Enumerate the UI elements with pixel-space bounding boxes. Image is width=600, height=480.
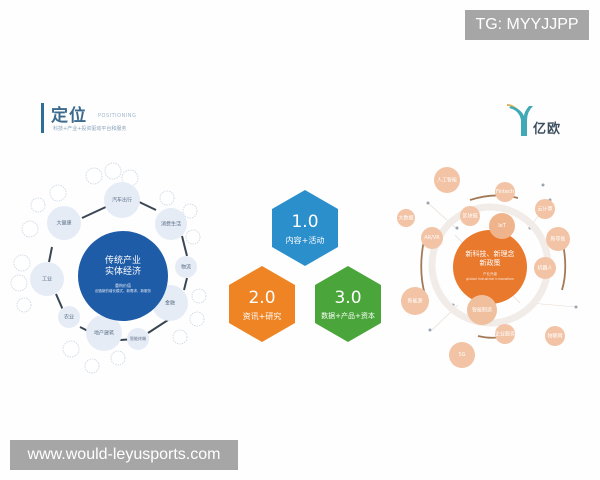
hexagon-2-text: 资讯+研究 xyxy=(242,312,282,321)
hexagon-3 xyxy=(315,266,381,342)
tech-node-label: 云计算 xyxy=(537,206,553,213)
right-center-circle xyxy=(453,230,527,304)
page-title-en: POSITIONING xyxy=(98,113,137,119)
tech-node-label: 机器人 xyxy=(537,265,553,272)
right-center-label: 新科技、新理念 新政策 产业升级 global industrial innov… xyxy=(453,250,527,281)
left-center-caption-2: 创造新的增长模式、新需求、新服务 xyxy=(95,289,151,293)
hexagon-1-text: 内容+活动 xyxy=(285,236,325,245)
page-title: 定位 xyxy=(51,106,87,126)
tech-node-label: IoT xyxy=(498,223,506,229)
left-center-caption-1: 重构价值 xyxy=(115,283,131,288)
hub-label: 大健康 xyxy=(56,220,72,227)
right-top-node xyxy=(489,213,515,239)
hub-label: 地产建筑 xyxy=(93,330,115,337)
yiou-logo-icon xyxy=(507,104,533,136)
tech-node-label: Fintech xyxy=(495,189,515,195)
left-ring-connectors xyxy=(48,199,188,341)
page-subtitle: 科技+产业+投资驱动平台和服务 xyxy=(53,126,127,132)
hub-label: 智能终端 xyxy=(130,336,146,341)
hexagon-3-version: 3.0 xyxy=(334,288,362,308)
right-center-title-1: 新科技、新理念 xyxy=(465,250,515,258)
hexagon-3-text: 数据+产品+资本 xyxy=(321,312,375,320)
hexagon-2-label: 2.0 资讯+研究 xyxy=(229,288,295,322)
left-center-title-2: 实体经济 xyxy=(104,267,141,277)
hexagon-2-version: 2.0 xyxy=(248,288,276,308)
tech-node-label: AR/VR xyxy=(424,235,440,241)
tech-node-label: 企业服务 xyxy=(494,331,516,338)
left-center-title-1: 传统产业 xyxy=(104,256,141,266)
tech-node-label: 智能制造 xyxy=(471,307,493,314)
logo-text: 亿欧 xyxy=(533,122,562,137)
right-center-caption-1: 产业升级 xyxy=(483,272,497,276)
left-center-circle xyxy=(78,231,168,321)
left-leaf-nodes xyxy=(10,162,207,374)
tech-node-label: 区块链 xyxy=(462,213,478,220)
hub-label: 金融 xyxy=(164,300,176,307)
hub-label: 物流 xyxy=(180,264,192,271)
tech-node-label: 新零售 xyxy=(550,236,566,243)
right-bottom-node xyxy=(467,295,497,325)
hexagon-1-version: 1.0 xyxy=(291,212,319,232)
hexagon-1-label: 1.0 内容+活动 xyxy=(272,212,338,246)
hub-label: 汽车出行 xyxy=(111,197,133,204)
tech-node-label: 人工智能 xyxy=(436,177,458,184)
hexagon-3-label: 3.0 数据+产品+资本 xyxy=(313,288,383,321)
tech-node-label: 大数据 xyxy=(398,215,414,222)
tech-node-label: 5G xyxy=(458,352,466,358)
title-accent-bar xyxy=(41,103,44,133)
right-center-caption-2: global industrial innovation xyxy=(466,277,514,281)
left-hub-nodes xyxy=(30,182,197,351)
left-center-label: 传统产业 实体经济 重构价值 创造新的增长模式、新需求、新服务 xyxy=(78,256,168,294)
right-satellite-nodes xyxy=(397,167,570,368)
hexagon-2 xyxy=(229,266,295,342)
tech-node-label: 新能源 xyxy=(407,298,423,305)
hub-label: 工业 xyxy=(41,276,53,283)
watermark-bottom: www.would-leyusports.com xyxy=(10,440,238,470)
hub-label: 消费生活 xyxy=(160,221,182,228)
watermark-top: TG: MYYJJPP xyxy=(465,10,589,40)
hub-label: 农业 xyxy=(63,314,75,321)
tech-node-label: 物联网 xyxy=(547,333,563,340)
hexagon-1 xyxy=(272,190,338,266)
right-center-title-2: 新政策 xyxy=(479,259,501,267)
